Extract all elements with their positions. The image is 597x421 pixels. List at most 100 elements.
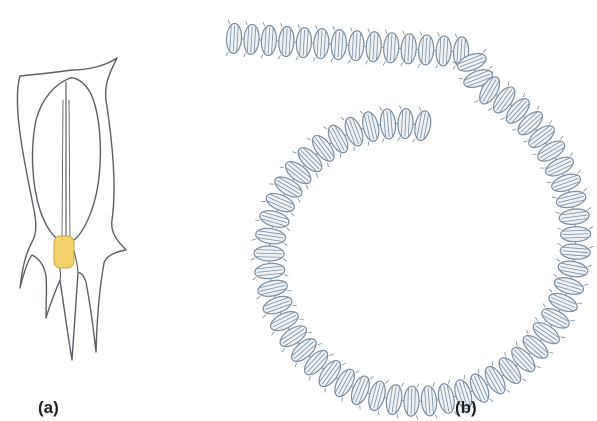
chain-cell-spine xyxy=(542,304,546,308)
chain-cell-spine xyxy=(308,330,312,334)
chain-cell-spine xyxy=(459,77,463,80)
chain-cell-spine xyxy=(401,383,404,387)
chain-cell-spine xyxy=(398,137,400,141)
chain-cell-spine xyxy=(453,66,455,70)
chain-cell-spine xyxy=(292,304,296,307)
chain-cell-spine xyxy=(420,32,422,36)
chain-cell-spine xyxy=(584,283,588,286)
single-cell-illustration xyxy=(17,58,126,360)
chain-cell xyxy=(260,22,277,59)
chain-cell-spine xyxy=(399,105,401,109)
chain-cell-spine xyxy=(552,196,556,199)
chain-cell xyxy=(379,105,397,142)
central-rod-edge xyxy=(69,100,70,240)
chain-cell-spine xyxy=(262,315,266,318)
chain-cell-spine xyxy=(569,153,573,157)
chain-cell-spine xyxy=(490,398,493,402)
chain-cell xyxy=(251,262,288,281)
chain-cell-spine xyxy=(489,66,493,69)
chain-cell-spine xyxy=(578,301,582,304)
chain-cell-spine xyxy=(226,52,228,56)
chain-cell-spine xyxy=(503,352,507,356)
cell-outer-outline xyxy=(17,58,126,360)
chain-cell-spine xyxy=(299,317,303,321)
chain-cell-spine xyxy=(252,238,256,241)
chain-cell-spine xyxy=(294,363,298,367)
chain-cell-spine xyxy=(356,370,360,374)
chain-cell-spine xyxy=(323,388,327,392)
chain-cell-spine xyxy=(283,259,287,261)
chain-cell-spine xyxy=(367,141,370,145)
chain-cell-spine xyxy=(525,330,529,334)
chain-cell-spine xyxy=(463,375,466,379)
chain-cell-spine xyxy=(350,27,352,31)
chain-cell-spine xyxy=(482,49,486,52)
chain-cell-spine xyxy=(342,362,346,366)
chain-cell xyxy=(330,26,347,63)
chain-cell-spine xyxy=(455,34,457,38)
chain-cell-spine xyxy=(286,228,290,231)
chain-cell-spine xyxy=(315,173,319,177)
chain-cell-spine xyxy=(261,200,265,203)
chain-cell xyxy=(365,28,382,65)
chain-cell-spine xyxy=(243,53,245,57)
chain-cell-spine xyxy=(522,93,526,97)
chain-cell-spine xyxy=(433,382,435,386)
panel-label-a: (a) xyxy=(38,398,59,418)
chain-cell-spine xyxy=(358,405,361,409)
chain-cell xyxy=(348,27,365,64)
chain-cell-spine xyxy=(589,227,593,229)
chain-cell-spine xyxy=(435,414,437,418)
chain-cell-spine xyxy=(331,58,333,62)
chain-cell-spine xyxy=(417,383,419,387)
chain-cell-spine xyxy=(491,361,495,365)
chain-cell-spine xyxy=(269,182,273,186)
chain-cell-spine xyxy=(360,110,363,114)
chain-cell-spine xyxy=(561,335,565,339)
chain-cell-spine xyxy=(329,353,333,357)
chain-cell-spine xyxy=(523,139,527,143)
chain-cell-spine xyxy=(396,414,399,418)
chain-cell-spine xyxy=(382,138,384,142)
chain-cell-spine xyxy=(548,289,552,292)
chain-cell-spine xyxy=(370,375,373,379)
chain-cell-spine xyxy=(366,60,368,64)
chain-cell-spine xyxy=(352,147,355,151)
chain-cell xyxy=(435,379,457,417)
chain-cell-spine xyxy=(558,243,562,245)
chain-cell-spine xyxy=(448,379,451,383)
panel-label-b: (b) xyxy=(455,398,477,418)
chain-cell-spine xyxy=(555,212,559,214)
chain-cell-spine xyxy=(315,25,317,29)
chain-cell-spine xyxy=(588,265,592,268)
chain-cell-spine xyxy=(280,165,284,169)
chain-cell-spine xyxy=(292,150,296,154)
central-rod-edge xyxy=(62,100,63,240)
chain-cell xyxy=(557,243,594,261)
chain-cell-spine xyxy=(280,23,282,27)
chain-cell-spine xyxy=(348,59,350,63)
chain-cell xyxy=(420,382,438,419)
chain-cell-spine xyxy=(587,207,591,209)
chain-cell-spine xyxy=(419,107,422,111)
chain-cell-spine xyxy=(501,117,505,121)
lower-fold xyxy=(74,250,78,273)
chain-cell-spine xyxy=(333,26,335,30)
chain-cell-spine xyxy=(548,120,552,124)
chain-cell-spine xyxy=(385,380,388,384)
chain-cell xyxy=(295,24,312,61)
chain-cell-spine xyxy=(308,376,312,380)
chain-cell-spine xyxy=(474,99,478,103)
chain-cell-spine xyxy=(522,378,526,382)
chain-cell-spine xyxy=(326,163,330,167)
chain-cell-spine xyxy=(313,57,315,61)
chain-cell-spine xyxy=(252,277,256,279)
chain-cell xyxy=(557,226,593,242)
chain-cell xyxy=(251,246,287,262)
chain-cell-spine xyxy=(557,228,561,230)
chain-cell xyxy=(225,20,242,57)
chain-cell-spine xyxy=(412,138,415,142)
chain-cell-spine xyxy=(261,54,263,58)
